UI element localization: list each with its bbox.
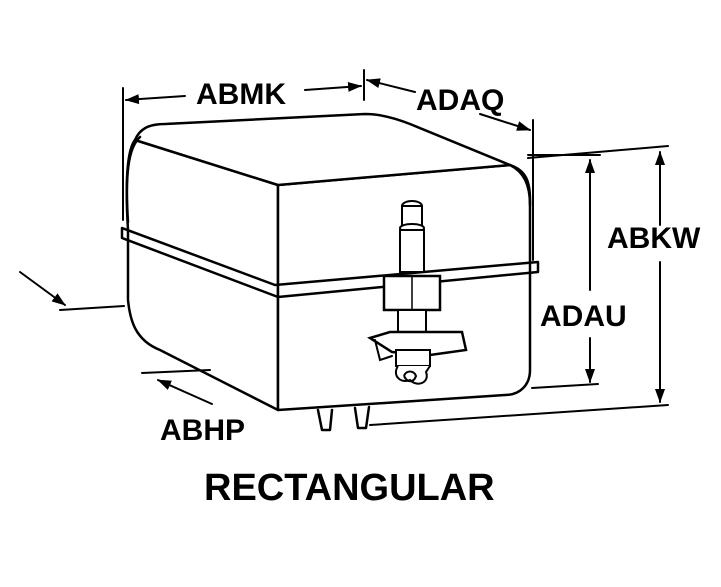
diagram-caption: RECTANGULAR	[204, 467, 495, 509]
box-top-face	[133, 112, 512, 187]
dimension-label-adaq: ADAQ	[416, 84, 504, 117]
terminal-fitting	[367, 200, 468, 385]
dimension-lines	[19, 69, 669, 426]
dimension-label-adau: ADAU	[540, 300, 627, 333]
dimension-label-abkw: ABKW	[607, 222, 701, 255]
dimension-label-abmk: ABMK	[196, 78, 286, 111]
dimension-label-abhp: ABHP	[160, 414, 245, 447]
box-seam	[120, 226, 540, 299]
box-body	[120, 112, 540, 432]
